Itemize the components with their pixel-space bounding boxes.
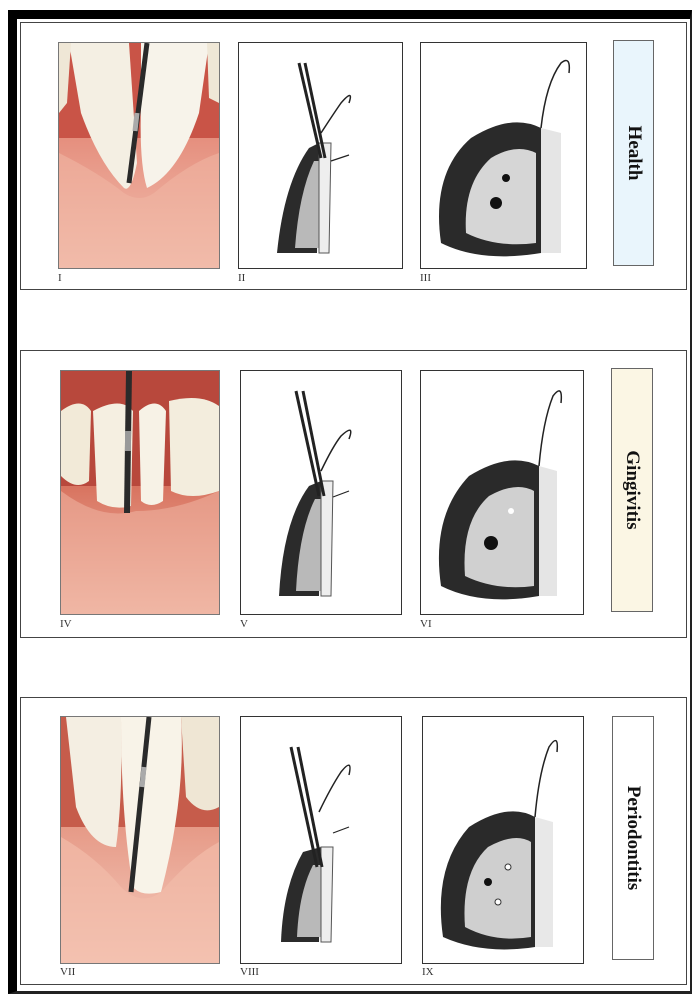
figure-numeral: VIII bbox=[240, 966, 259, 978]
photo-gingivitis bbox=[60, 370, 220, 615]
condition-label-health: Health bbox=[613, 40, 654, 266]
diagram-probe-gingivitis bbox=[240, 370, 402, 615]
photo-periodontitis bbox=[60, 716, 220, 964]
figure-numeral: VI bbox=[420, 618, 432, 630]
diagram-crosssection-periodontitis bbox=[422, 716, 584, 964]
photo-health bbox=[58, 42, 220, 269]
figure-numeral: III bbox=[420, 272, 431, 284]
figure-numeral: IX bbox=[422, 966, 434, 978]
condition-label-gingivitis: Gingivitis bbox=[611, 368, 653, 612]
diagram-crosssection-gingivitis bbox=[420, 370, 584, 615]
figure-numeral: VII bbox=[60, 966, 75, 978]
figure-numeral: V bbox=[240, 618, 248, 630]
figure-numeral: IV bbox=[60, 618, 72, 630]
diagram-probe-health bbox=[238, 42, 403, 269]
condition-text: Gingivitis bbox=[621, 450, 643, 529]
condition-label-periodontitis: Periodontitis bbox=[612, 716, 654, 960]
figure-numeral: I bbox=[58, 272, 62, 284]
figure-numeral: II bbox=[238, 272, 245, 284]
diagram-probe-periodontitis bbox=[240, 716, 402, 964]
condition-text: Health bbox=[623, 126, 645, 181]
condition-text: Periodontitis bbox=[622, 786, 644, 891]
diagram-crosssection-health bbox=[420, 42, 587, 269]
